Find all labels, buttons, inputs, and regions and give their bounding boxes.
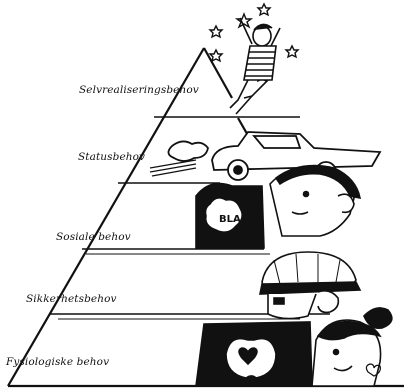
level-label-self-actualization: Selvrealiseringsbehov xyxy=(79,84,199,96)
social-scene: BLA xyxy=(196,166,360,248)
level-label-status: Statusbehov xyxy=(78,151,145,163)
level-label-safety: Sikkerhetsbehov xyxy=(26,293,117,305)
level-label-social: Sosiale behov xyxy=(56,231,131,243)
speech-bubble-text: BLA xyxy=(219,214,241,225)
star-icon xyxy=(286,46,298,57)
helmet-person xyxy=(260,252,360,319)
jumping-person xyxy=(230,18,280,114)
star-icon xyxy=(258,4,270,15)
star-icon xyxy=(210,26,222,37)
level-label-physiological: Fysiologiske behov xyxy=(6,356,109,368)
star-icon xyxy=(210,50,222,61)
physiological-scene xyxy=(196,308,392,386)
